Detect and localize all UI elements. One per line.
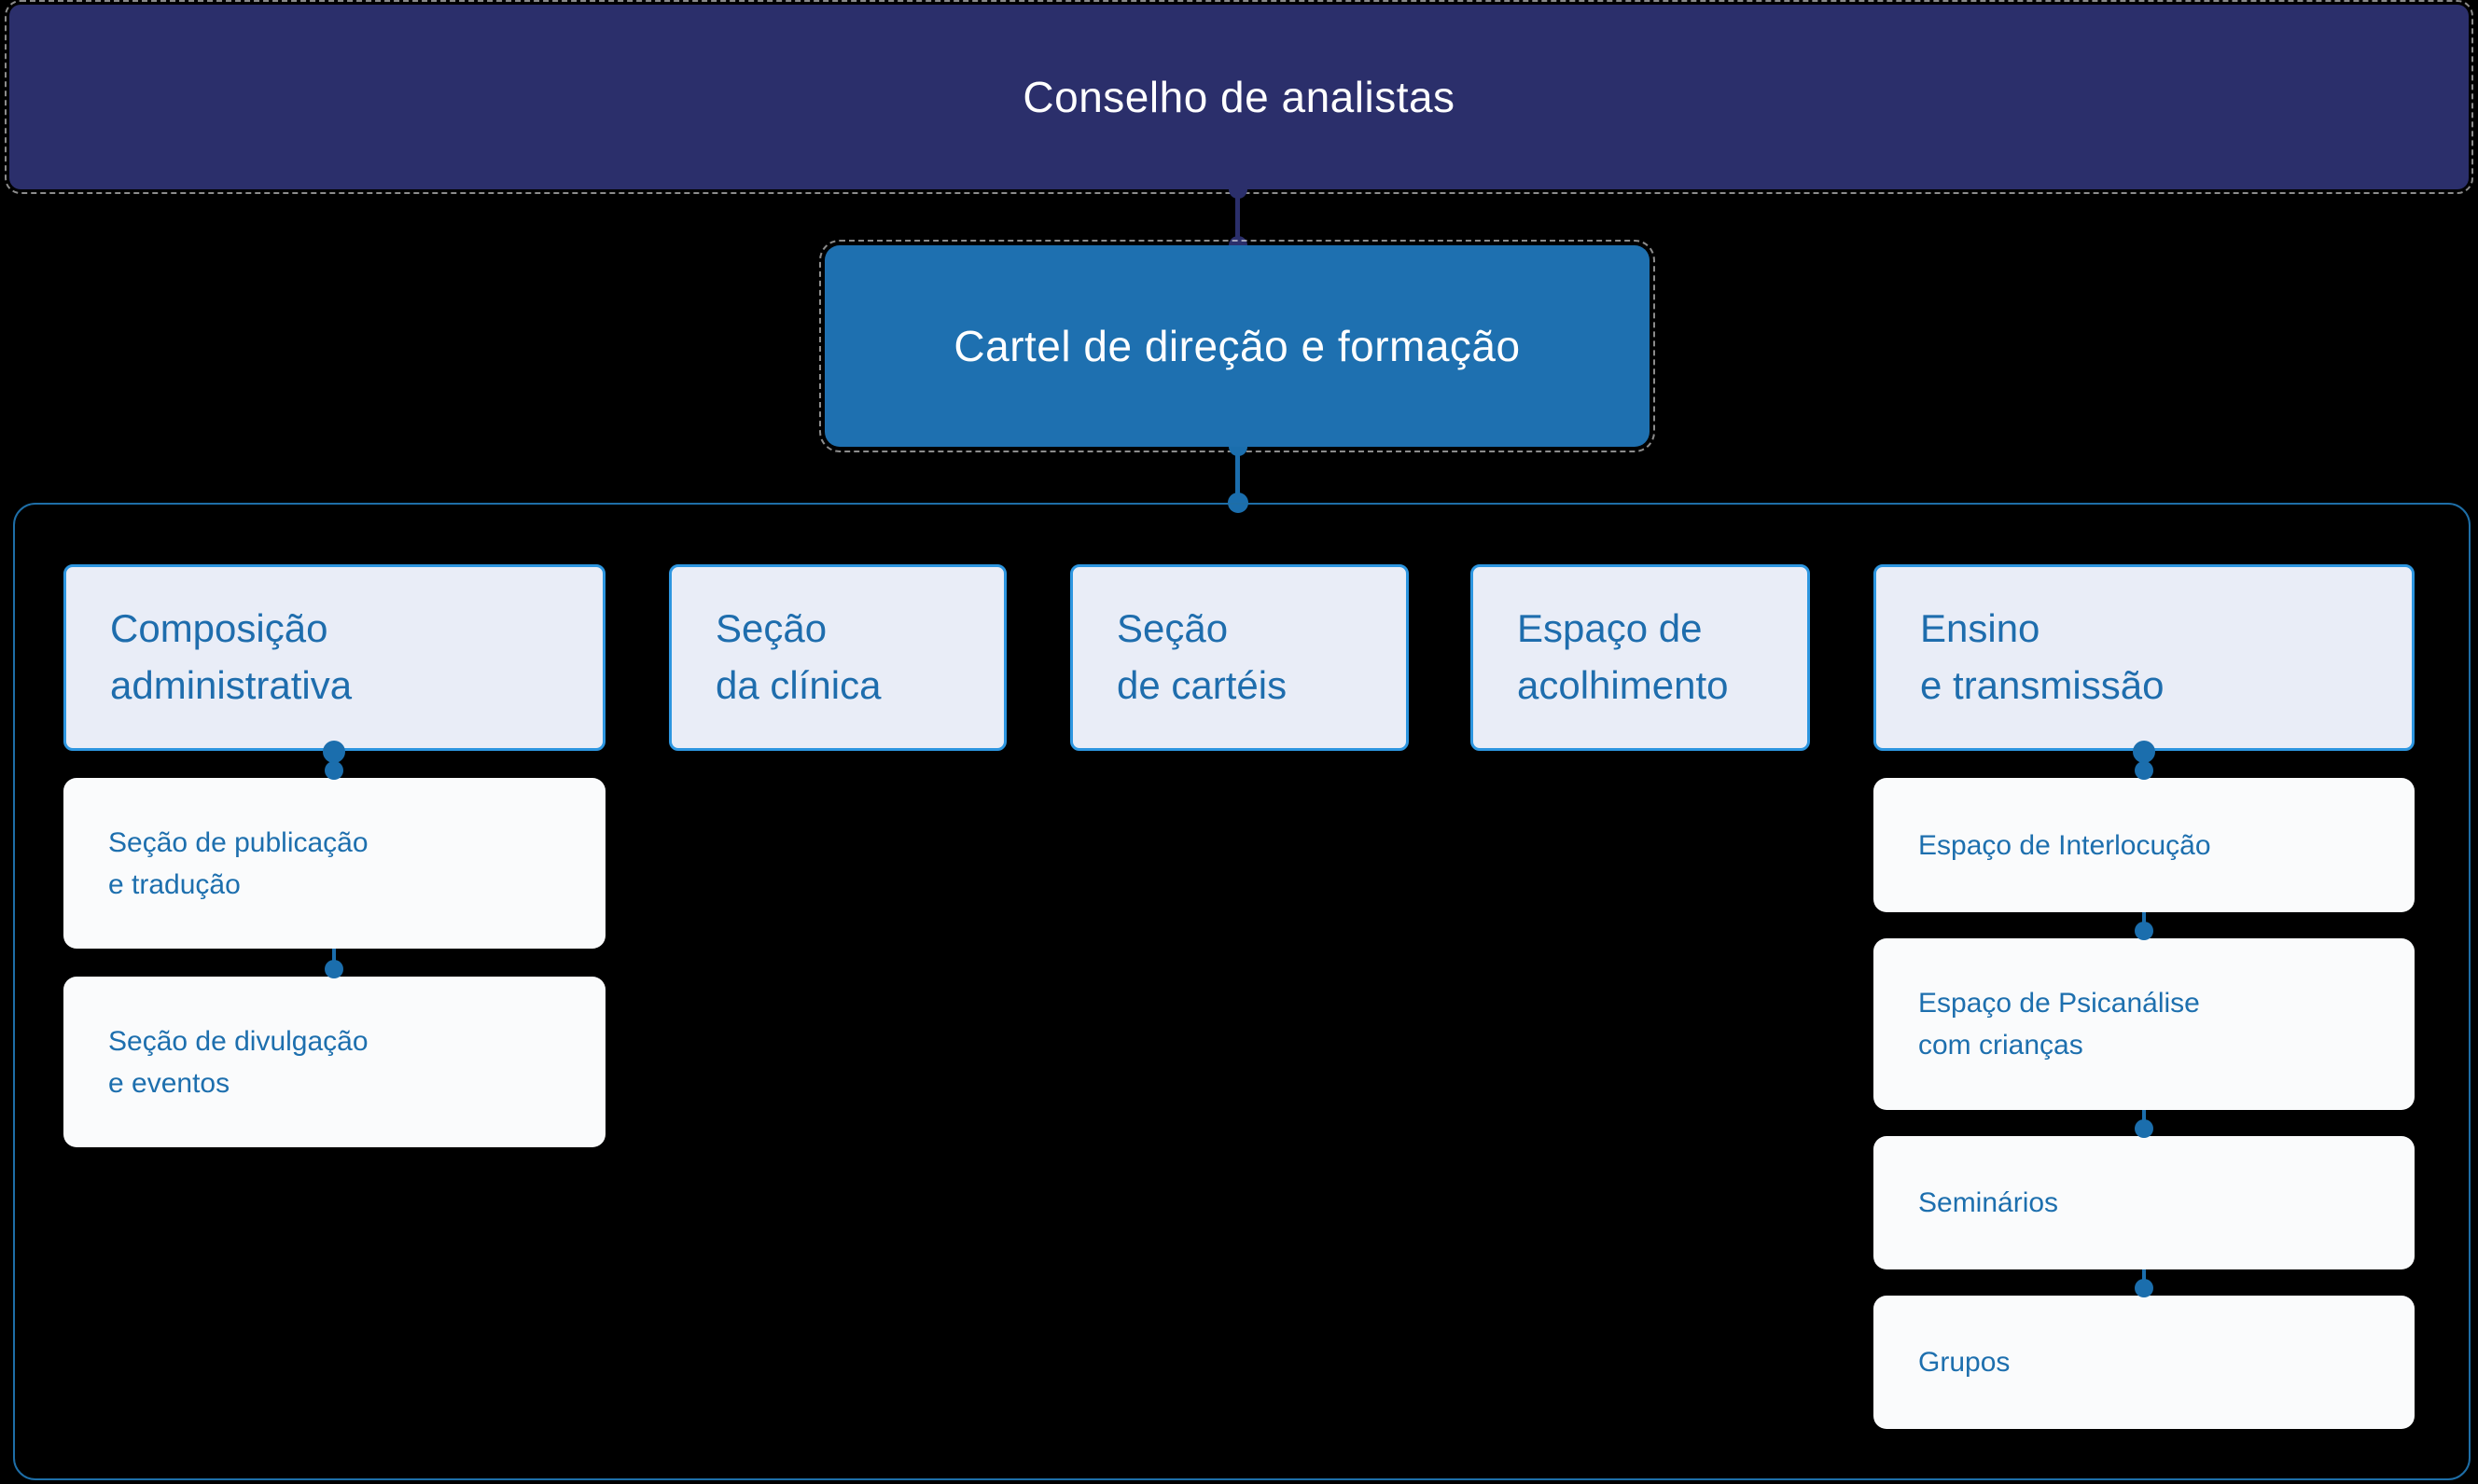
sub-node-label: Seção de publicação e tradução: [108, 826, 369, 900]
sub-node-secao-divulgacao-eventos[interactable]: Seção de divulgação e eventos: [63, 977, 606, 1147]
section-label: Ensino e transmissão: [1920, 606, 2165, 707]
connector-port-director-top: [1229, 236, 1247, 245]
root-node-label: Conselho de analistas: [1023, 73, 1455, 121]
section-label: Seção da clínica: [716, 606, 882, 707]
section-label: Espaço de acolhimento: [1517, 606, 1729, 707]
sections-container-frame: [13, 503, 2471, 1480]
connector-dot-seminarios-top: [2135, 1119, 2153, 1138]
connector-director-container: [1235, 447, 1240, 503]
connector-dot-interlocucao-top: [2135, 761, 2153, 780]
section-node-composicao-administrativa[interactable]: Composição administrativa: [63, 564, 606, 751]
director-node-label: Cartel de direção e formação: [954, 322, 1521, 370]
section-node-ensino-e-transmissao[interactable]: Ensino e transmissão: [1873, 564, 2415, 751]
director-node-cartel[interactable]: Cartel de direção e formação: [819, 240, 1655, 452]
connector-dot-divulgacao-top: [325, 960, 343, 978]
section-node-secao-de-carteis[interactable]: Seção de cartéis: [1070, 564, 1409, 751]
sub-node-label: Grupos: [1918, 1347, 2011, 1378]
connector-dot-grupos-top: [2135, 1279, 2153, 1297]
sub-node-label: Espaço de Psicanálise com crianças: [1918, 988, 2200, 1061]
sub-node-espaco-interlocucao[interactable]: Espaço de Interlocução: [1873, 778, 2415, 912]
section-node-espaco-de-acolhimento[interactable]: Espaço de acolhimento: [1470, 564, 1810, 751]
connector-dot-psicanalise-top: [2135, 922, 2153, 940]
sub-node-seminarios[interactable]: Seminários: [1873, 1136, 2415, 1269]
sub-node-label: Seminários: [1918, 1187, 2059, 1218]
sub-node-grupos[interactable]: Grupos: [1873, 1296, 2415, 1429]
root-node-conselho[interactable]: Conselho de analistas: [5, 0, 2473, 194]
sub-node-label: Espaço de Interlocução: [1918, 829, 2211, 861]
sub-node-secao-publicacao-traducao[interactable]: Seção de publicação e tradução: [63, 778, 606, 949]
sub-node-espaco-psicanalise-criancas[interactable]: Espaço de Psicanálise com crianças: [1873, 938, 2415, 1110]
section-label: Composição administrativa: [110, 606, 353, 707]
connector-dot-publicacao-top: [325, 761, 343, 780]
section-label: Seção de cartéis: [1117, 606, 1288, 707]
sub-node-label: Seção de divulgação e eventos: [108, 1025, 369, 1099]
connector-root-director: [1235, 189, 1240, 245]
section-node-secao-da-clinica[interactable]: Seção da clínica: [669, 564, 1007, 751]
